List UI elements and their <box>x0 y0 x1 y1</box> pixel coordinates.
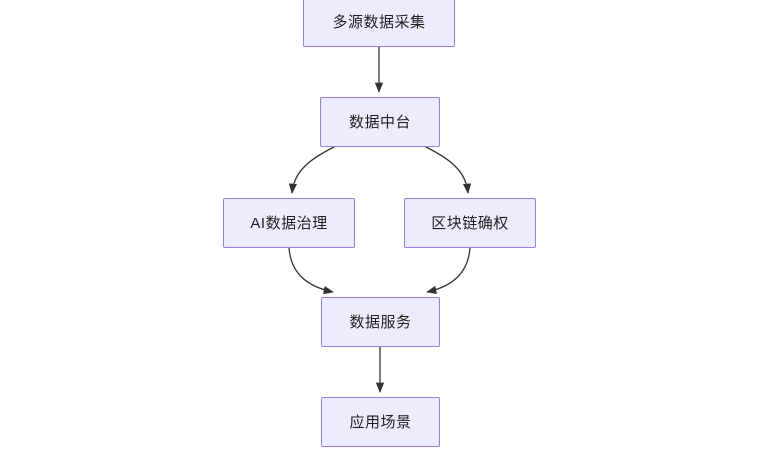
flowchart-node-blockchain-rights-confirmation[interactable]: 区块链确权 <box>404 198 536 248</box>
flowchart-node-application-scenario[interactable]: 应用场景 <box>321 397 440 447</box>
node-label: 区块链确权 <box>431 214 509 232</box>
edge-n4-n5 <box>425 247 471 295</box>
edge-n2-n4 <box>425 146 472 195</box>
flowchart-node-data-midplatform[interactable]: 数据中台 <box>320 97 440 147</box>
flowchart-node-ai-data-governance[interactable]: AI数据治理 <box>223 198 355 248</box>
node-label: AI数据治理 <box>250 214 328 232</box>
node-label: 应用场景 <box>349 413 412 431</box>
flowchart-node-data-service[interactable]: 数据服务 <box>321 297 440 347</box>
edge-n2-n3 <box>288 146 335 195</box>
flowchart-node-multi-source-data-collection[interactable]: 多源数据采集 <box>303 0 455 47</box>
edge-n3-n5 <box>288 247 335 295</box>
node-label: 多源数据采集 <box>332 13 426 31</box>
node-label: 数据服务 <box>349 313 412 331</box>
node-label: 数据中台 <box>348 113 411 131</box>
